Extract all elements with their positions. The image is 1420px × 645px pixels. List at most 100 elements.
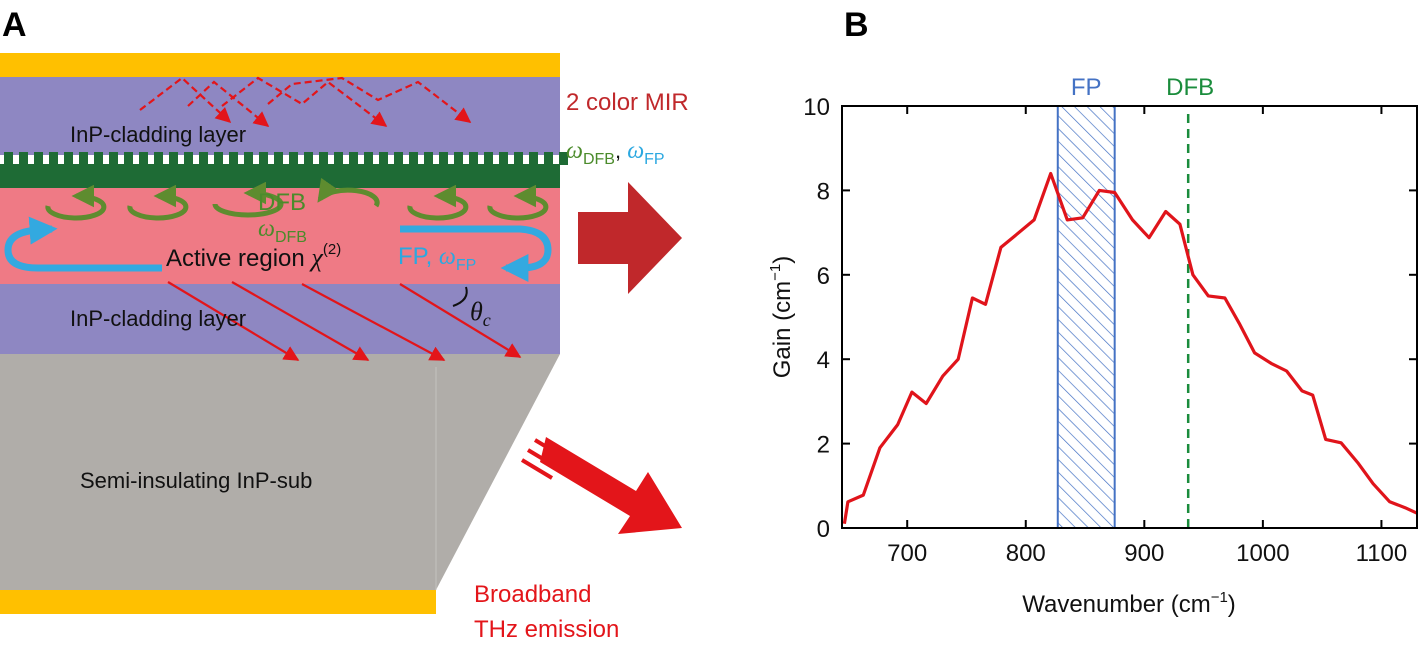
mir-label: 2 color MIR xyxy=(566,89,689,116)
separator: , xyxy=(615,138,627,163)
omega-subscript: FP xyxy=(456,257,476,274)
y-tick-label: 6 xyxy=(817,263,830,290)
mir-zigzag-arrows xyxy=(139,76,472,127)
mir-output-arrow xyxy=(578,182,682,294)
dfb-omega-label: ωDFB xyxy=(258,216,307,246)
dfb-label: DFB xyxy=(258,189,306,216)
grating-tooth xyxy=(409,152,418,165)
grating-tooth xyxy=(544,152,553,165)
grating-tooth xyxy=(259,152,268,165)
fp-round-trip-arrows xyxy=(4,216,552,282)
grating-tooth xyxy=(169,152,178,165)
grating-tooth xyxy=(64,152,73,165)
omega-symbol: ω xyxy=(627,138,644,164)
grating-tooth xyxy=(109,152,118,165)
grating-tooth xyxy=(499,152,508,165)
plot-frame xyxy=(841,105,1418,529)
x-tick-label: 1000 xyxy=(1236,540,1289,567)
grating-tooth xyxy=(529,152,538,165)
x-axis-title-close: ) xyxy=(1228,591,1236,618)
dfb-line-label: DFB xyxy=(1166,74,1214,101)
y-tick-label: 8 xyxy=(817,178,830,205)
grating-tooth xyxy=(319,152,328,165)
grating-tooth xyxy=(79,152,88,165)
y-axis-title: Gain (cm−1) xyxy=(767,256,796,378)
grating-teeth xyxy=(4,152,568,165)
grating-tooth xyxy=(514,152,523,165)
gain-line xyxy=(842,171,1418,525)
x-tick-label: 800 xyxy=(1006,540,1046,567)
omega-symbol: ω xyxy=(439,244,456,270)
bottom-cladding-label: InP-cladding layer xyxy=(70,306,246,331)
grating-tooth xyxy=(139,152,148,165)
grating-tooth xyxy=(274,152,283,165)
grating-tooth xyxy=(334,152,343,165)
grating-tooth xyxy=(454,152,463,165)
fp-band-label: FP xyxy=(1071,74,1102,101)
omega-subscript: DFB xyxy=(275,229,307,246)
grating-tooth xyxy=(304,152,313,165)
grating-tooth xyxy=(469,152,478,165)
thz-cherenkov-arrows xyxy=(167,281,522,361)
theta-symbol: θ xyxy=(470,297,483,326)
top-cladding-label: InP-cladding layer xyxy=(70,122,246,147)
y-tick-label: 0 xyxy=(817,516,830,543)
thz-output-arrow xyxy=(520,437,682,534)
grating-tooth xyxy=(394,152,403,165)
grating-tooth xyxy=(289,152,298,165)
y-axis-title-text: Gain (cm xyxy=(769,281,796,378)
grating-tooth xyxy=(229,152,238,165)
gain-series xyxy=(842,171,1418,525)
grating-tooth xyxy=(364,152,373,165)
grating-tooth xyxy=(49,152,58,165)
y-tick-label: 10 xyxy=(803,94,830,121)
x-axis-title: Wavenumber (cm−1) xyxy=(1022,589,1236,618)
fp-text: FP, xyxy=(398,243,439,270)
grating-tooth xyxy=(484,152,493,165)
grating-tooth xyxy=(349,152,358,165)
thz-emission-line1: Broadband xyxy=(474,581,591,608)
fp-band-rect xyxy=(1056,105,1116,529)
theta-label: θc xyxy=(470,297,491,330)
x-axis-title-text: Wavenumber (cm xyxy=(1022,591,1210,618)
x-axis-title-sup: −1 xyxy=(1211,589,1228,606)
chi-superscript: (2) xyxy=(323,241,341,258)
omega-symbol: ω xyxy=(566,138,583,164)
fp-label: FP, ωFP xyxy=(398,243,476,274)
grating-tooth xyxy=(34,152,43,165)
thz-emission-line2: THz emission xyxy=(474,616,619,643)
grating-tooth xyxy=(439,152,448,165)
grating-tooth xyxy=(559,152,568,165)
grating-tooth xyxy=(184,152,193,165)
cherenkov-angle-arc xyxy=(452,286,468,307)
grating-tooth xyxy=(199,152,208,165)
top-contact xyxy=(0,53,560,77)
dfb-marker: DFB xyxy=(1166,74,1214,528)
y-tick-label: 4 xyxy=(817,347,830,374)
grating-tooth xyxy=(19,152,28,165)
omega-symbol: ω xyxy=(258,216,275,242)
grating-tooth xyxy=(124,152,133,165)
active-region-label: Active region χ(2) xyxy=(166,241,341,272)
active-region-text: Active region xyxy=(166,245,311,272)
grating-tooth xyxy=(379,152,388,165)
grating-tooth xyxy=(154,152,163,165)
omega-subscript: DFB xyxy=(583,151,615,168)
grating-tooth xyxy=(424,152,433,165)
grating-layer xyxy=(0,164,560,188)
omega-subscript: FP xyxy=(644,151,664,168)
dfb-circulation-arrows xyxy=(45,177,549,221)
bottom-contact xyxy=(0,590,436,614)
omega-frequencies-label: ωDFB, ωFP xyxy=(566,138,665,168)
theta-subscript: c xyxy=(483,310,491,330)
x-tick-label: 1100 xyxy=(1356,540,1408,567)
grating-tooth xyxy=(214,152,223,165)
substrate-label: Semi-insulating InP-sub xyxy=(80,468,312,493)
fp-band: FP xyxy=(1056,74,1116,529)
panel-a-letter: A xyxy=(2,6,27,44)
x-tick-label: 900 xyxy=(1124,540,1164,567)
substrate xyxy=(0,354,560,590)
